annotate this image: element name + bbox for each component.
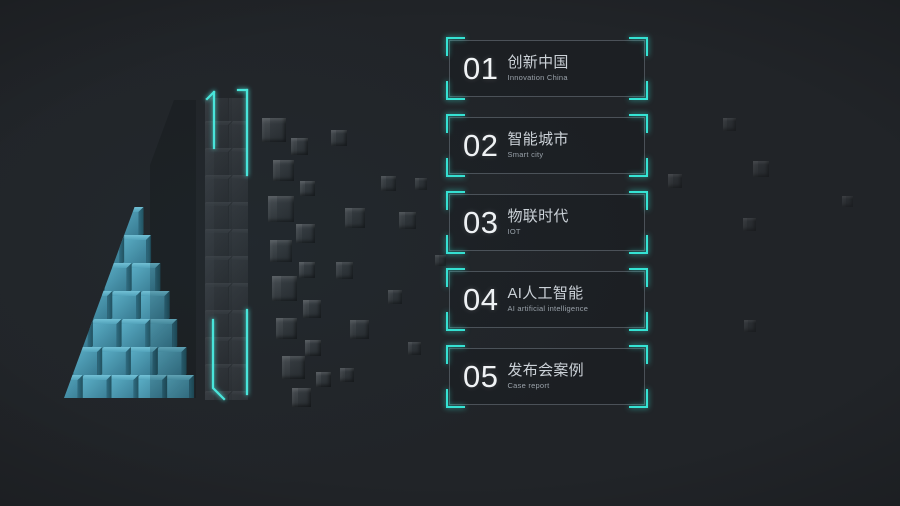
corner-bracket-top-right-icon — [629, 191, 648, 210]
agenda-item-title-en: Innovation China — [507, 73, 568, 83]
agenda-item-text: 创新中国 Innovation China — [507, 54, 574, 83]
corner-bracket-bottom-right-icon — [629, 312, 648, 331]
corner-bracket-bottom-right-icon — [629, 235, 648, 254]
agenda-item-title-en: AI artificial intelligence — [507, 304, 589, 314]
agenda-item-title-en: IOT — [507, 227, 521, 237]
agenda-item-title-cn: 物联时代 — [507, 207, 569, 225]
agenda-item-title-cn: 创新中国 — [507, 53, 569, 71]
agenda-item-number: 04 — [463, 282, 499, 317]
agenda-menu: 01 创新中国 Innovation China 02 智能城市 Smart c… — [446, 37, 648, 408]
agenda-item-number: 01 — [463, 51, 499, 86]
agenda-item-05[interactable]: 05 发布会案例 Case report — [446, 345, 648, 408]
letter-a-artwork — [64, 88, 249, 401]
agenda-item-title-cn: AI人工智能 — [507, 284, 584, 302]
agenda-item-number: 03 — [463, 205, 499, 240]
agenda-item-03[interactable]: 03 物联时代 IOT — [446, 191, 648, 254]
corner-bracket-top-right-icon — [629, 345, 648, 364]
cyan-hook-accents — [205, 88, 249, 401]
agenda-item-01[interactable]: 01 创新中国 Innovation China — [446, 37, 648, 100]
agenda-item-title-cn: 发布会案例 — [507, 361, 584, 379]
agenda-item-02[interactable]: 02 智能城市 Smart city — [446, 114, 648, 177]
corner-bracket-bottom-right-icon — [629, 389, 648, 408]
corner-bracket-bottom-right-icon — [629, 81, 648, 100]
agenda-item-title-en: Case report — [507, 381, 550, 391]
agenda-item-04[interactable]: 04 AI人工智能 AI artificial intelligence — [446, 268, 648, 331]
agenda-item-number: 02 — [463, 128, 499, 163]
agenda-item-title-en: Smart city — [507, 150, 544, 160]
letter-a-teal-cubes — [64, 100, 196, 398]
agenda-item-text: 智能城市 Smart city — [507, 131, 574, 160]
corner-bracket-bottom-right-icon — [629, 158, 648, 177]
corner-bracket-top-right-icon — [629, 37, 648, 56]
agenda-item-text: 发布会案例 Case report — [507, 362, 590, 391]
agenda-item-text: 物联时代 IOT — [507, 208, 574, 237]
agenda-item-text: AI人工智能 AI artificial intelligence — [507, 285, 594, 314]
corner-bracket-top-right-icon — [629, 268, 648, 287]
agenda-item-title-cn: 智能城市 — [507, 130, 569, 148]
corner-bracket-top-right-icon — [629, 114, 648, 133]
letter-a-dark-slab — [205, 98, 248, 400]
agenda-item-number: 05 — [463, 359, 499, 394]
